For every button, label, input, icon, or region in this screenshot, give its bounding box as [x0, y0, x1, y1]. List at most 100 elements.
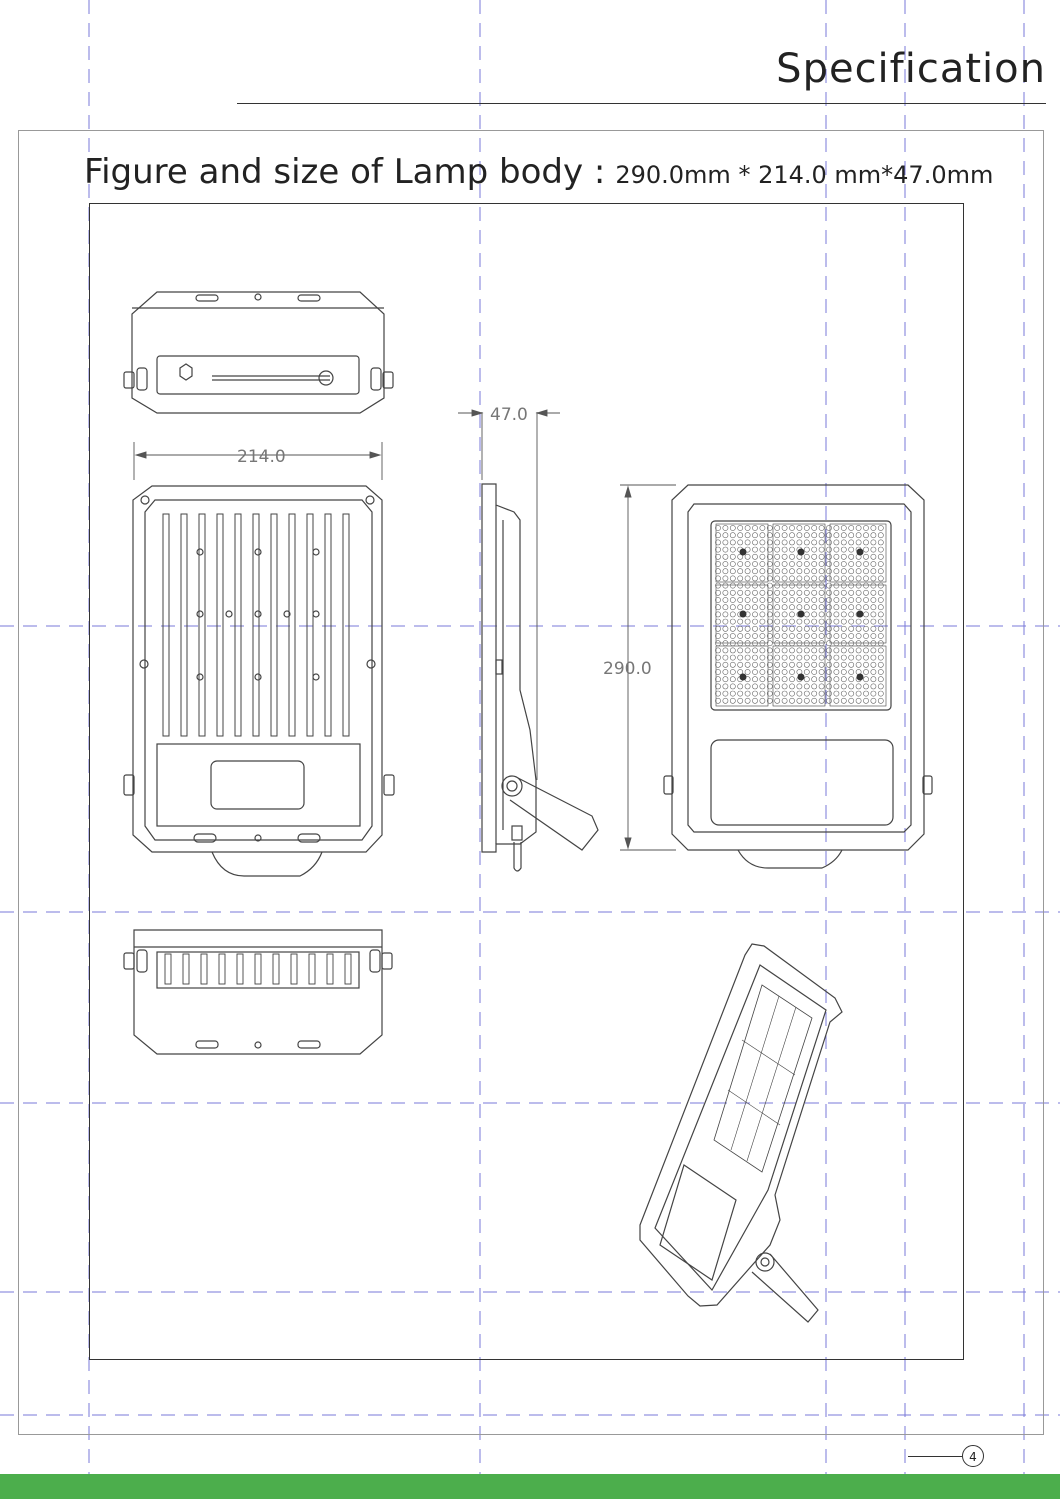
- led-dot: [759, 604, 766, 611]
- led-dot: [811, 618, 818, 625]
- led-dot: [877, 618, 884, 625]
- led-dot: [774, 654, 781, 661]
- led-dot: [789, 582, 795, 589]
- led-dot: [855, 604, 862, 611]
- led-dot: [774, 669, 781, 675]
- led-dot: [789, 589, 795, 596]
- led-dot: [833, 625, 840, 632]
- led-dot: [840, 640, 847, 647]
- led-dot: [877, 654, 884, 661]
- led-dot: [759, 553, 766, 560]
- led-dot: [722, 647, 729, 654]
- led-dot: [803, 546, 810, 553]
- led-dot: [826, 669, 832, 675]
- led-dot: [870, 525, 877, 531]
- led-dot: [826, 561, 832, 567]
- led-dot: [752, 625, 758, 632]
- led-dot: [781, 546, 788, 553]
- led-dot: [766, 647, 773, 654]
- led-dot: [774, 532, 781, 539]
- led-dot: [744, 532, 751, 539]
- figure-heading: Figure and size of Lamp body :290.0mm * …: [84, 152, 993, 192]
- led-dot: [877, 633, 884, 639]
- led-dot: [870, 604, 877, 611]
- led-dot: [840, 690, 847, 697]
- led-dot: [715, 661, 721, 668]
- led-dot: [840, 633, 847, 639]
- led-dot: [722, 568, 729, 575]
- led-dot: [759, 669, 766, 675]
- led-dot: [774, 597, 781, 603]
- led-dot: [833, 654, 840, 661]
- led-dot: [715, 625, 721, 632]
- led-dot: [774, 525, 781, 531]
- led-dot: [863, 597, 869, 603]
- led-dot: [715, 561, 721, 567]
- led-dot: [840, 532, 847, 539]
- led-dot: [803, 611, 810, 618]
- led-dot: [781, 525, 788, 531]
- led-dot: [759, 561, 766, 567]
- led-dot: [877, 539, 884, 546]
- led-dot: [737, 553, 744, 560]
- page-number-leader: [908, 1456, 962, 1457]
- led-dot: [803, 568, 810, 575]
- led-dot: [744, 669, 751, 675]
- led-dot: [715, 618, 721, 625]
- led-dot: [789, 676, 795, 683]
- led-dot: [781, 589, 788, 596]
- led-dot: [752, 561, 758, 567]
- led-dot: [855, 561, 862, 567]
- led-dot: [818, 532, 825, 539]
- led-dot: [877, 589, 884, 596]
- led-dot: [774, 690, 781, 697]
- led-dot: [863, 683, 869, 690]
- led-dot: [870, 633, 877, 639]
- led-dot: [766, 604, 773, 611]
- led-dot: [863, 676, 869, 683]
- led-dot: [796, 597, 803, 603]
- led-dot: [722, 532, 729, 539]
- led-dot: [744, 539, 751, 546]
- led-dot: [855, 697, 862, 704]
- led-dot: [744, 561, 751, 567]
- led-dot: [789, 568, 795, 575]
- led-dot: [789, 697, 795, 704]
- led-dot: [840, 611, 847, 618]
- led-dot: [759, 568, 766, 575]
- led-dot: [796, 661, 803, 668]
- led-dot: [796, 589, 803, 596]
- led-dot: [877, 604, 884, 611]
- led-dot: [715, 647, 721, 654]
- led-dot: [833, 589, 840, 596]
- led-dot: [715, 676, 721, 683]
- led-dot: [752, 633, 758, 639]
- led-dot: [840, 669, 847, 675]
- led-dot: [826, 553, 832, 560]
- led-dot: [766, 539, 773, 546]
- led-dot: [781, 582, 788, 589]
- led-dot: [877, 611, 884, 618]
- led-dot: [737, 561, 744, 567]
- led-dot: [811, 532, 818, 539]
- led-dot: [818, 561, 825, 567]
- led-dot: [781, 561, 788, 567]
- led-dot: [803, 640, 810, 647]
- led-dot: [774, 661, 781, 668]
- led-dot: [855, 532, 862, 539]
- led-dot: [840, 575, 847, 582]
- led-dot: [811, 582, 818, 589]
- led-dot: [826, 597, 832, 603]
- led-dot: [759, 640, 766, 647]
- led-dot: [863, 625, 869, 632]
- led-dot: [752, 568, 758, 575]
- led-dot: [811, 676, 818, 683]
- led-dot: [833, 633, 840, 639]
- led-dot: [715, 525, 721, 531]
- led-dot: [818, 618, 825, 625]
- figure-dimensions: 290.0mm * 214.0 mm*47.0mm: [615, 161, 994, 189]
- led-dot: [729, 654, 736, 661]
- led-dot: [870, 669, 877, 675]
- led-dot: [818, 669, 825, 675]
